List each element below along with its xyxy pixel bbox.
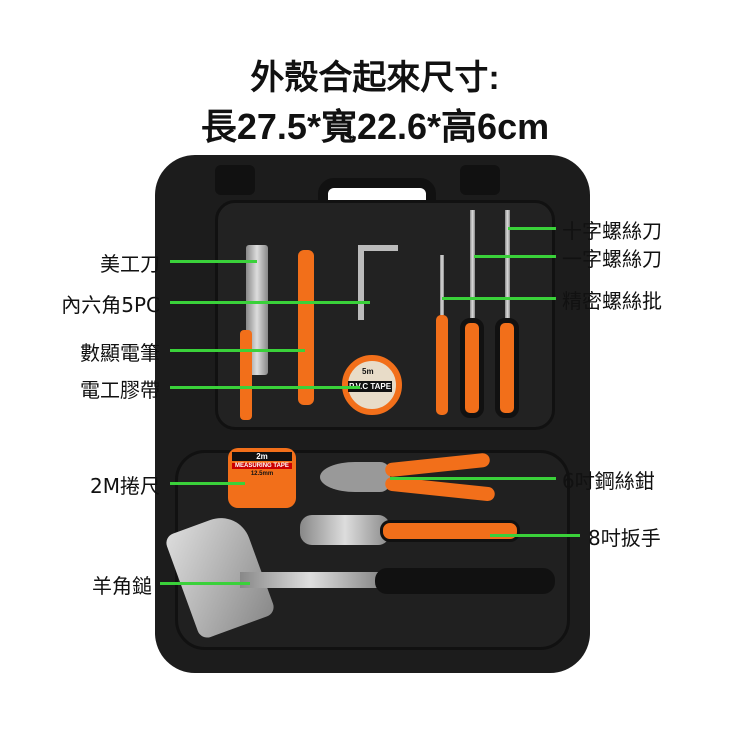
tape-measure: 2m MEASURING TAPE 12.5mm (228, 448, 296, 508)
leader-line-voltage-pen (170, 349, 305, 352)
headline-dimensions-values: 長27.5*寬22.6*高6cm (200, 106, 550, 147)
leader-line-precision (442, 297, 556, 300)
tape-length-print: 5m (362, 367, 374, 376)
leader-line-wrench (490, 534, 580, 537)
leader-line-flat (474, 255, 556, 258)
tape-measure-width-print: 12.5mm (250, 471, 274, 477)
precision-screwdriver-shaft (440, 255, 444, 315)
phillips-screwdriver (495, 318, 519, 418)
tape-brand-print: P.V.C TAPE (348, 381, 393, 392)
label-electrical-tape: 電工膠帶 (80, 378, 160, 402)
label-voltage-pen: 數顯電筆 (80, 341, 160, 365)
phillips-screwdriver-shaft (505, 210, 510, 320)
label-hammer: 羊角鎚 (92, 574, 152, 598)
leader-line-tape-measure (170, 482, 245, 485)
case-latch-left (215, 165, 255, 195)
adjustable-wrench-head (300, 515, 390, 545)
case-latch-right (460, 165, 500, 195)
claw-hammer-grip (375, 568, 555, 594)
leader-line-hex-keys (170, 301, 370, 304)
digital-voltage-pen (298, 250, 314, 405)
label-hex-keys: 內六角5PC (61, 293, 160, 317)
headline-dimensions-title: 外殼合起來尺寸: (250, 59, 500, 97)
tape-measure-length-print: 2m (232, 452, 292, 461)
flat-screwdriver-shaft (470, 210, 475, 320)
flat-screwdriver (460, 318, 484, 418)
pliers-head (320, 462, 390, 492)
label-pliers: 6吋鋼絲鉗 (562, 469, 655, 493)
adjustable-wrench (380, 520, 520, 542)
label-precision-screwdriver: 精密螺絲批 (562, 289, 662, 313)
leader-line-hammer (160, 582, 250, 585)
precision-screwdriver (436, 315, 448, 415)
leader-line-phillips (508, 227, 556, 230)
claw-hammer-shaft (240, 572, 380, 588)
label-tape-measure: 2M捲尺 (90, 474, 160, 498)
leader-line-electrical-tape (170, 386, 360, 389)
label-flat-screwdriver: 一字螺絲刀 (562, 247, 662, 271)
electrical-tape-roll: 5m P.V.C TAPE (342, 355, 402, 415)
tape-measure-brand-print: MEASURING TAPE (232, 463, 292, 469)
leader-line-pliers (390, 477, 556, 480)
label-phillips-screwdriver: 十字螺絲刀 (562, 219, 662, 243)
utility-knife-grip (240, 330, 252, 420)
hex-key-set (358, 245, 398, 320)
leader-line-utility-knife (170, 260, 257, 263)
label-wrench: 8吋扳手 (588, 526, 661, 550)
label-utility-knife: 美工刀 (100, 252, 160, 276)
